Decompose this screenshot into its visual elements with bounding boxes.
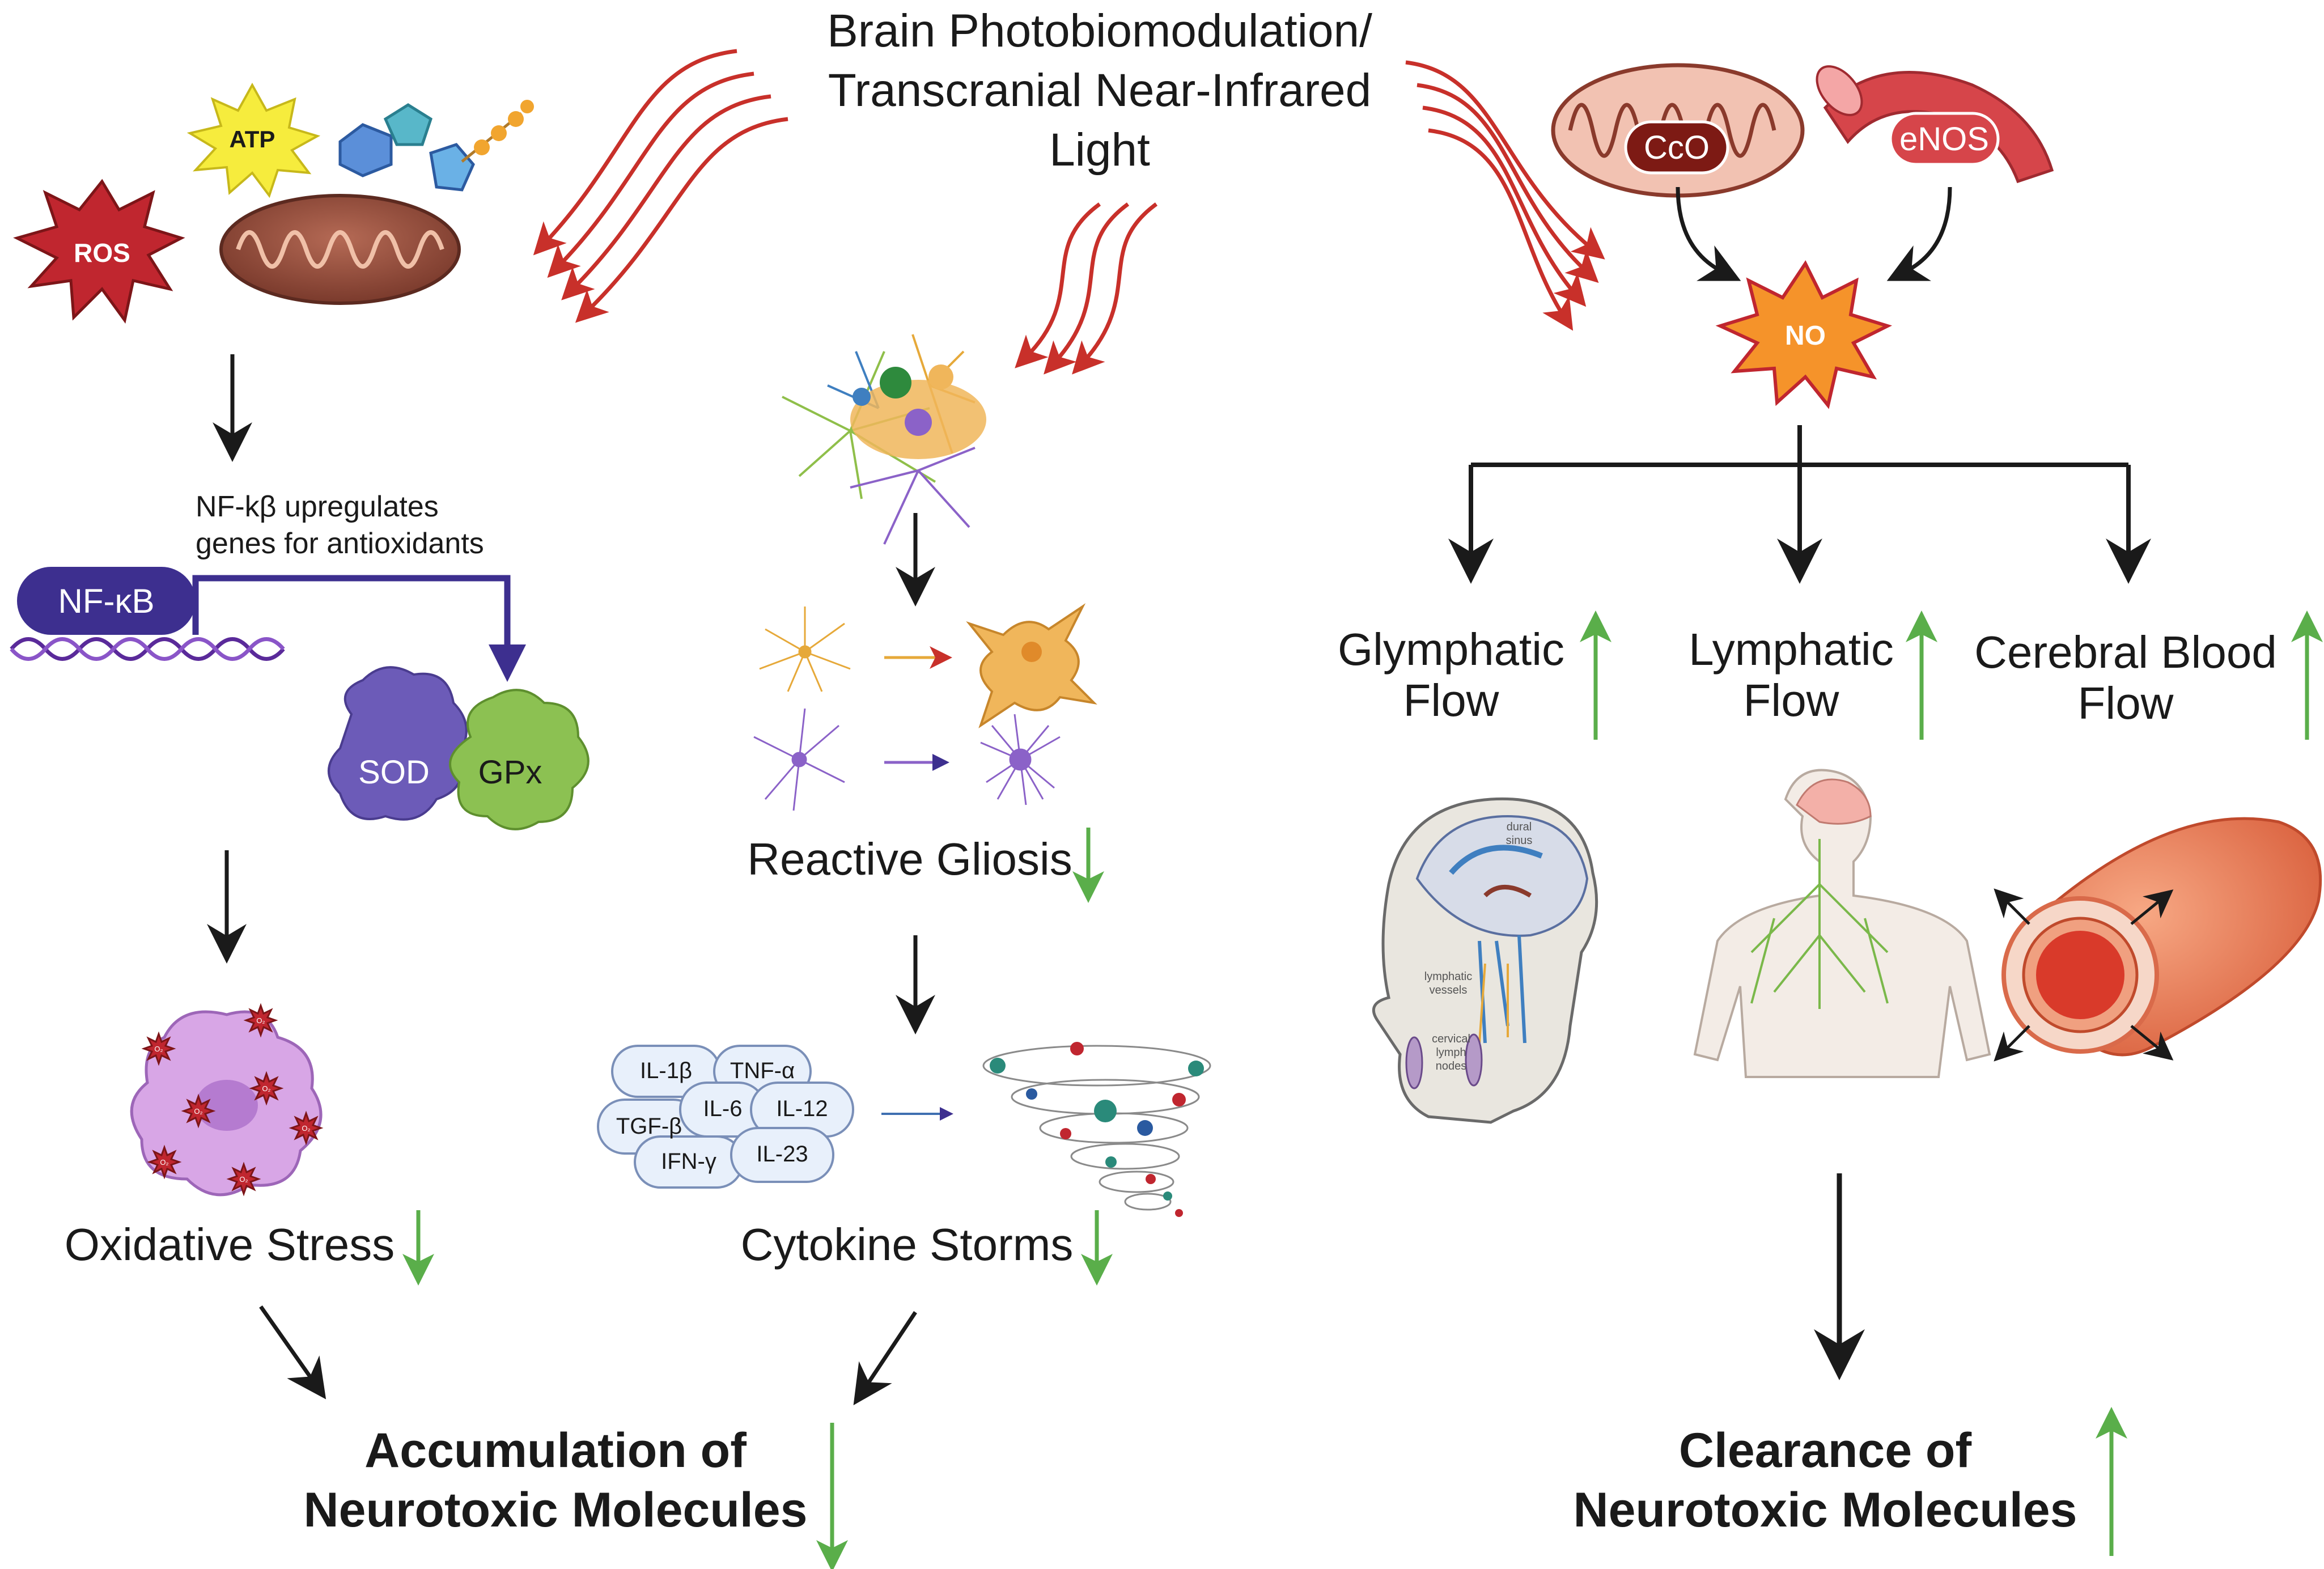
dilated-vessel-icon bbox=[2001, 817, 2322, 1057]
cytokine-storm-icon bbox=[982, 1045, 1211, 1211]
no-label: NO bbox=[1785, 321, 1826, 351]
title-line-2: Transcranial Near-Infrared bbox=[828, 65, 1372, 116]
blood-vessel-enos-icon bbox=[1816, 65, 2054, 184]
dural-sinus-label-1: dural bbox=[1506, 821, 1532, 833]
gpx-protein-icon bbox=[449, 689, 590, 830]
dilation-arrows bbox=[1994, 888, 2174, 1062]
cco-pill bbox=[1624, 120, 1729, 175]
sod-label: SOD bbox=[358, 754, 430, 791]
ros-particle bbox=[226, 1161, 261, 1197]
glymphatic-label-2: Flow bbox=[1403, 675, 1499, 726]
ros-particle-label: O₂ bbox=[302, 1124, 310, 1133]
title-line-1: Brain Photobiomodulation/ bbox=[827, 5, 1372, 57]
cervical-label-3: nodes bbox=[1435, 1060, 1467, 1072]
dural-sinus-label-2: sinus bbox=[1505, 834, 1533, 847]
cco-label: CcO bbox=[1644, 129, 1710, 166]
nfkb-note-line-2: genes for antioxidants bbox=[196, 527, 484, 560]
ros-particle-label: O₂ bbox=[256, 1016, 265, 1025]
cytokine-il1b: IL-1β bbox=[640, 1058, 692, 1083]
light-waves-center bbox=[1015, 202, 1158, 375]
atp-label: ATP bbox=[229, 126, 275, 152]
green-indicator-arrows bbox=[402, 610, 2323, 1569]
lymphatic-label-1: Lymphatic bbox=[1689, 624, 1894, 675]
atp-burst-icon bbox=[186, 82, 321, 198]
ros-particle bbox=[243, 1003, 278, 1038]
cytokine-storms-label: Cytokine Storms bbox=[740, 1219, 1074, 1270]
ros-particle bbox=[141, 1031, 176, 1066]
lymphatic-label-2: Flow bbox=[1743, 675, 1839, 726]
ros-particle bbox=[289, 1110, 324, 1146]
gpx-label: GPx bbox=[478, 754, 542, 791]
lymphatic-vessels-label-1: lymphatic bbox=[1424, 970, 1473, 983]
cytokine-il12: IL-12 bbox=[776, 1096, 828, 1121]
ros-particle-label: O₂ bbox=[154, 1045, 163, 1053]
cytokine-ifng: IFN-γ bbox=[661, 1149, 716, 1174]
oxidative-stress-label: Oxidative Stress bbox=[64, 1219, 395, 1270]
light-waves-left bbox=[533, 49, 788, 323]
nfkb-activation-bracket bbox=[192, 575, 526, 682]
glymphatic-label-1: Glymphatic bbox=[1337, 624, 1565, 675]
ros-label: ROS bbox=[74, 238, 130, 268]
reactive-gliosis-label: Reactive Gliosis bbox=[747, 834, 1072, 884]
astrocyte-reactive-icon bbox=[966, 603, 1097, 728]
oxidative-stress-cell-icon bbox=[130, 1010, 323, 1197]
nfkb-note-line-1: NF-kβ upregulates bbox=[196, 490, 439, 523]
cervical-label-1: cervical bbox=[1432, 1033, 1470, 1045]
sod-protein-icon bbox=[328, 666, 468, 821]
ros-particle-label: O₂ bbox=[262, 1084, 270, 1093]
no-branching-arrows bbox=[1448, 425, 2151, 584]
ros-particle bbox=[249, 1071, 284, 1106]
ros-particles: O₂ O₂ O₂ O₂ O₂ O₂ O₂ bbox=[141, 1003, 324, 1197]
clearance-label-2: Neurotoxic Molecules bbox=[1573, 1483, 2077, 1537]
arrow-cco-to-no bbox=[1676, 186, 1741, 281]
arrow-enos-to-no bbox=[1886, 186, 1952, 281]
accumulation-label-1: Accumulation of bbox=[364, 1423, 747, 1478]
microglia-resting-icon bbox=[753, 708, 845, 811]
cerebral-label-2: Flow bbox=[2077, 678, 2174, 728]
enos-label: eNOS bbox=[1899, 120, 1989, 158]
atp-molecule-icon bbox=[338, 100, 534, 192]
ros-particle-label: O₂ bbox=[239, 1175, 248, 1184]
ros-burst-icon bbox=[13, 179, 185, 324]
arrow-storms-to-accumulation bbox=[853, 1311, 917, 1406]
title-line-3: Light bbox=[1049, 124, 1150, 176]
nfkb-label: NF-κB bbox=[58, 582, 155, 620]
cytokine-tnfa: TNF-α bbox=[730, 1058, 795, 1083]
ros-particle bbox=[147, 1144, 182, 1180]
head-anatomy-icon bbox=[1372, 797, 1598, 1124]
mitochondrion-icon bbox=[219, 194, 461, 305]
lymphatic-vessels-label-2: vessels bbox=[1429, 984, 1468, 996]
ros-particle bbox=[181, 1093, 216, 1129]
ros-particle-label: O₂ bbox=[194, 1107, 202, 1116]
cytokine-tgfb: TGF-β bbox=[616, 1114, 682, 1139]
dna-helix-icon bbox=[10, 637, 285, 661]
clearance-label-1: Clearance of bbox=[1678, 1423, 1972, 1478]
microglia-reactive-icon bbox=[980, 714, 1061, 805]
astrocyte-resting-icon bbox=[759, 607, 851, 692]
arrow-stress-to-accumulation bbox=[259, 1305, 326, 1400]
cytokine-cluster bbox=[597, 1045, 854, 1189]
accumulation-label-2: Neurotoxic Molecules bbox=[303, 1483, 808, 1537]
enos-pill bbox=[1889, 112, 2000, 166]
cerebral-label-1: Cerebral Blood bbox=[1974, 627, 2277, 677]
cytokine-storm-particles bbox=[990, 1042, 1204, 1217]
lymphatic-body-icon bbox=[1693, 769, 1991, 1078]
glial-cells-icon bbox=[782, 334, 986, 545]
light-waves-right bbox=[1405, 60, 1605, 331]
cervical-label-2: lymph bbox=[1436, 1046, 1466, 1059]
nfkb-pill bbox=[17, 567, 196, 635]
cytokine-il23: IL-23 bbox=[756, 1142, 808, 1167]
no-burst-icon bbox=[1715, 260, 1893, 409]
cytokine-il6: IL-6 bbox=[703, 1096, 743, 1121]
ros-particle-label: O₂ bbox=[160, 1158, 168, 1167]
